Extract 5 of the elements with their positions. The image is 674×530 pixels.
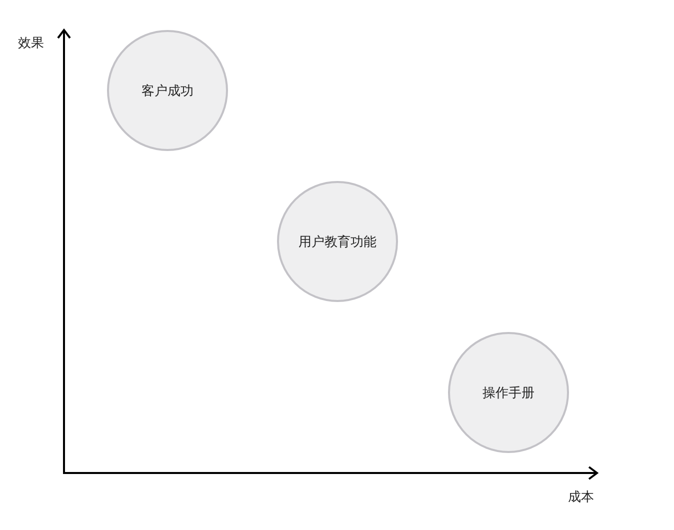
- node-label: 操作手册: [482, 384, 534, 402]
- node-label: 客户成功: [142, 82, 194, 100]
- node-label: 用户教育功能: [298, 234, 376, 250]
- axis-label: 成本: [568, 489, 594, 506]
- axis-label: 效果: [18, 35, 44, 52]
